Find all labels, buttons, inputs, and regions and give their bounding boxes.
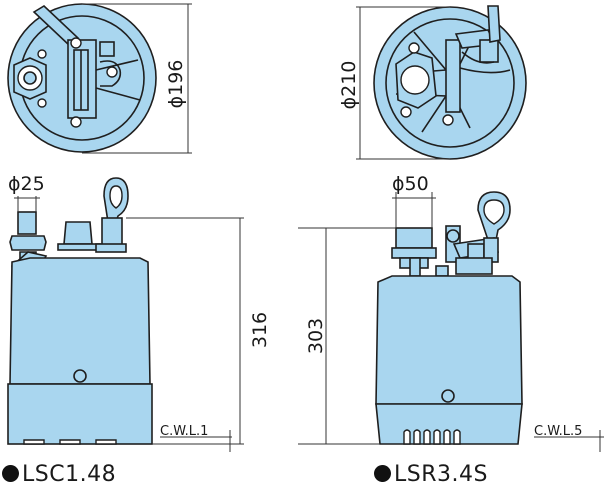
left-model-label: LSC1.48 [2, 462, 116, 487]
right-model-name: LSR3.4S [394, 462, 488, 487]
right-model-label: LSR3.4S [374, 462, 488, 487]
right-top-diameter-label: ϕ210 [338, 61, 360, 110]
left-top-diameter-label: ϕ196 [165, 60, 187, 109]
left-outlet-diameter-label: ϕ25 [8, 173, 45, 195]
right-outlet-diameter-label: ϕ50 [392, 173, 429, 195]
bullet-dot [2, 465, 19, 482]
right-height-label: 303 [305, 318, 327, 354]
right-top-view [356, 5, 527, 160]
right-side-view [298, 191, 604, 452]
left-model-name: LSC1.48 [22, 462, 117, 487]
right-water-level-label: C.W.L.5 [534, 424, 582, 439]
left-water-level-label: C.W.L.1 [160, 424, 208, 439]
left-side-view [7, 177, 244, 452]
left-height-label: 316 [249, 312, 271, 348]
bullet-dot [374, 465, 391, 482]
left-top-view [7, 3, 192, 154]
